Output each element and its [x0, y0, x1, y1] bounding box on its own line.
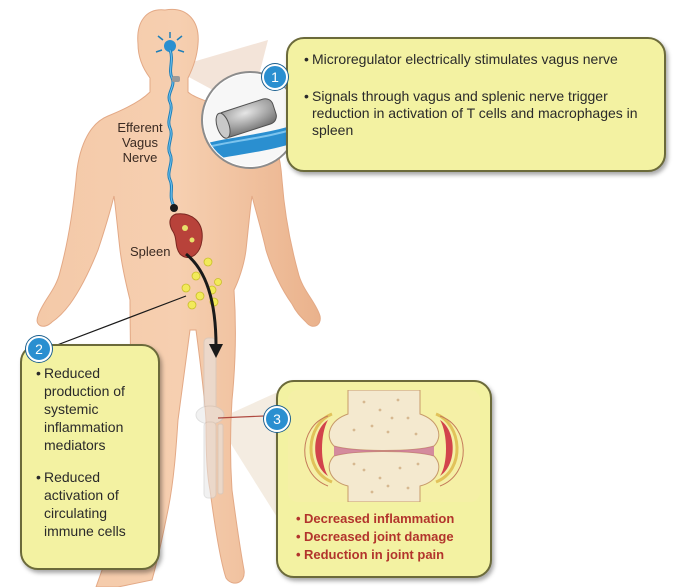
callout-joint-effects: Decreased inflammation Decreased joint d… — [276, 380, 492, 578]
callout-1-bullet: Microregulator electrically stimulates v… — [304, 51, 652, 68]
callout-3-bullet: Decreased joint damage — [296, 528, 454, 546]
implant-device-small — [172, 76, 180, 82]
label-line: Nerve — [110, 150, 170, 165]
step-badge-3: 3 — [264, 406, 290, 432]
label-spleen: Spleen — [130, 244, 170, 259]
label-line: Efferent — [110, 120, 170, 135]
callout-3-bullet: Reduction in joint pain — [296, 546, 454, 564]
callout-2-bullet: Reduced activation of circulating immune… — [36, 468, 152, 540]
step-badge-2: 2 — [26, 336, 52, 362]
knee-joint-cross-section — [288, 390, 480, 502]
callout-1-bullet: Signals through vagus and splenic nerve … — [304, 88, 652, 139]
joint-illustration — [288, 390, 480, 502]
step-badge-1: 1 — [262, 64, 288, 90]
callout-vagus-stimulation: Microregulator electrically stimulates v… — [286, 37, 666, 172]
callout-2-bullet: Reduced production of systemic inflammat… — [36, 364, 152, 454]
callout-3-bullet: Decreased inflammation — [296, 510, 454, 528]
joint-outcomes-list: Decreased inflammation Decreased joint d… — [296, 510, 454, 564]
label-line: Vagus — [110, 135, 170, 150]
callout-systemic-effects: Reduced production of systemic inflammat… — [20, 344, 160, 570]
label-efferent-vagus-nerve: Efferent Vagus Nerve — [110, 120, 170, 165]
